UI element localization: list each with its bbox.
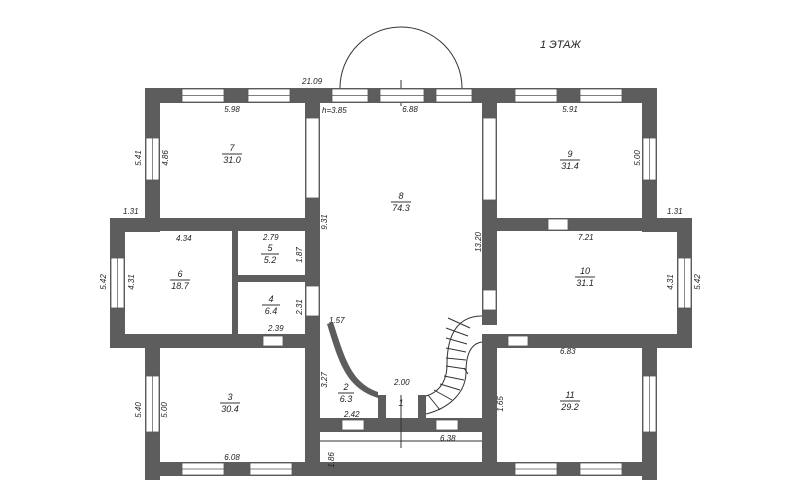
svg-text:31.0: 31.0: [223, 155, 241, 165]
svg-text:6.88: 6.88: [402, 105, 418, 114]
room-1: 1: [398, 398, 403, 408]
svg-text:29.2: 29.2: [560, 402, 579, 412]
svg-text:21.09: 21.09: [301, 77, 323, 86]
svg-text:4: 4: [268, 294, 273, 304]
svg-text:6.4: 6.4: [265, 306, 278, 316]
svg-text:1.57: 1.57: [329, 316, 345, 325]
room-2: 2 6.3: [338, 382, 354, 404]
svg-text:5.2: 5.2: [264, 255, 277, 265]
room-6: 6 18.7: [170, 269, 190, 291]
room-7: 7 31.0: [222, 143, 242, 165]
svg-text:2: 2: [342, 382, 348, 392]
dimension-labels: 21.09 5.98 h=3.85 6.88 5.91 5.41 4.86 5.…: [99, 77, 702, 468]
svg-text:4.34: 4.34: [176, 234, 192, 243]
svg-text:74.3: 74.3: [392, 203, 410, 213]
svg-text:6: 6: [177, 269, 182, 279]
balcony-arc: [339, 26, 463, 89]
svg-text:5.00: 5.00: [160, 402, 169, 418]
room-8: 8 74.3: [391, 191, 411, 213]
curved-partition: [327, 322, 378, 398]
room-5: 5 5.2: [261, 243, 279, 265]
staircase: [425, 315, 483, 415]
svg-text:h=3.85: h=3.85: [322, 106, 347, 115]
svg-text:5.41: 5.41: [134, 150, 143, 166]
svg-text:31.4: 31.4: [561, 161, 579, 171]
svg-text:3: 3: [227, 392, 232, 402]
room-11: 11 29.2: [560, 390, 580, 412]
svg-text:10: 10: [580, 266, 590, 276]
room-labels: 7 31.0 8 74.3 9 31.4 6 18.7 5 5.2 4 6.4: [170, 143, 595, 414]
svg-text:7: 7: [229, 143, 235, 153]
svg-text:1.86: 1.86: [327, 452, 336, 468]
svg-text:5.42: 5.42: [99, 274, 108, 290]
room-4: 4 6.4: [262, 294, 280, 316]
svg-text:9.31: 9.31: [320, 214, 329, 230]
svg-text:6.83: 6.83: [560, 347, 576, 356]
svg-text:18.7: 18.7: [171, 281, 190, 291]
svg-text:6.3: 6.3: [340, 394, 353, 404]
room-3: 3 30.4: [220, 392, 240, 414]
svg-text:3.27: 3.27: [320, 372, 329, 388]
svg-text:8: 8: [398, 191, 403, 201]
svg-text:1.65: 1.65: [496, 396, 505, 412]
svg-text:30.4: 30.4: [221, 404, 239, 414]
svg-text:31.1: 31.1: [576, 278, 594, 288]
svg-text:5: 5: [267, 243, 273, 253]
svg-text:6.38: 6.38: [440, 434, 456, 443]
svg-text:2.79: 2.79: [262, 233, 279, 242]
svg-text:11: 11: [565, 390, 574, 400]
svg-text:1.87: 1.87: [295, 247, 304, 263]
svg-text:13.20: 13.20: [474, 231, 483, 252]
svg-text:5.00: 5.00: [633, 150, 642, 166]
svg-text:4.31: 4.31: [666, 274, 675, 290]
svg-text:5.42: 5.42: [693, 274, 702, 290]
svg-text:1.31: 1.31: [123, 207, 139, 216]
svg-text:1.31: 1.31: [667, 207, 683, 216]
room-10: 10 31.1: [575, 266, 595, 288]
svg-text:9: 9: [567, 149, 572, 159]
svg-text:5.98: 5.98: [224, 105, 240, 114]
svg-text:1: 1: [398, 398, 403, 408]
floor-title: 1 ЭТАЖ: [540, 39, 581, 51]
openings: [110, 88, 692, 476]
svg-text:7.21: 7.21: [578, 233, 594, 242]
room-9: 9 31.4: [560, 149, 580, 171]
svg-text:5.40: 5.40: [134, 402, 143, 418]
svg-text:2.31: 2.31: [295, 299, 304, 316]
svg-text:5.91: 5.91: [562, 105, 578, 114]
svg-text:6.08: 6.08: [224, 453, 240, 462]
svg-text:4.86: 4.86: [161, 150, 170, 166]
svg-text:2.00: 2.00: [393, 378, 410, 387]
svg-text:2.39: 2.39: [267, 324, 284, 333]
svg-text:4.31: 4.31: [127, 274, 136, 290]
svg-text:2.42: 2.42: [343, 410, 360, 419]
